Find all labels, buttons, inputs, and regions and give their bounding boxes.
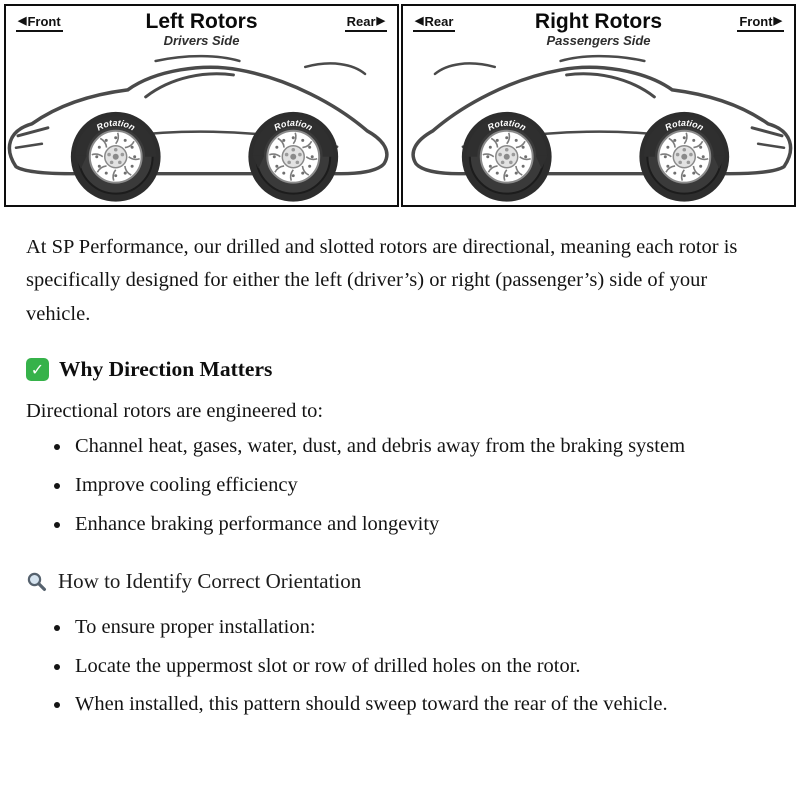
list-item: Locate the uppermost slot or row of dril… [72, 651, 774, 683]
svg-text:Rotation: Rotation [272, 118, 315, 133]
arrow-right-icon: ▶ [376, 15, 385, 27]
right-rotors-panel: ◀ Rear Right Rotors Passengers Side Fron… [401, 4, 796, 207]
rear-direction-label: Rear ▶ [344, 14, 387, 32]
rear-direction-label: ◀ Rear [413, 14, 456, 32]
left-panel-subtitle: Drivers Side [163, 33, 240, 49]
left-rotors-panel: ◀ Front Left Rotors Drivers Side Rear ▶ … [4, 4, 399, 207]
rotation-label: Rotation [272, 118, 315, 133]
right-panel-subtitle: Passengers Side [546, 33, 651, 49]
orientation-steps-list: To ensure proper installation: Locate th… [26, 612, 774, 721]
intro-paragraph: At SP Performance, our drilled and slott… [26, 235, 738, 325]
article-body: At SP Performance, our drilled and slott… [0, 207, 800, 721]
rear-rotor-wheel: Rotation [248, 110, 340, 203]
right-panel-header: ◀ Rear Right Rotors Passengers Side Fron… [403, 6, 794, 53]
magnifier-icon [27, 572, 46, 591]
front-rotor-wheel: Rotation [71, 110, 162, 203]
arrow-left-icon: ◀ [18, 15, 27, 27]
right-panel-title: Right Rotors [534, 10, 663, 33]
benefits-list: Channel heat, gases, water, dust, and de… [26, 431, 774, 540]
svg-text:Rotation: Rotation [95, 118, 138, 133]
rotation-label: Rotation [486, 118, 529, 133]
section-heading-text: How to Identify Correct Orientation [58, 568, 362, 593]
section-heading-identify-orientation: How to Identify Correct Orientation [26, 569, 774, 594]
list-item: Channel heat, gases, water, dust, and de… [72, 431, 774, 463]
rotation-label: Rotation [663, 118, 706, 133]
list-item: Improve cooling efficiency [72, 470, 774, 502]
section-heading-why-direction-matters: ✓ Why Direction Matters [26, 357, 774, 382]
lead-paragraph: Directional rotors are engineered to: [26, 400, 324, 423]
arrow-right-icon: ▶ [773, 15, 782, 27]
front-direction-label: ◀ Front [16, 14, 63, 32]
left-car-illustration: Rotation Rotation [7, 54, 389, 203]
list-item: Enhance braking performance and longevit… [72, 509, 774, 541]
rotation-label: Rotation [95, 118, 138, 133]
svg-text:Rotation: Rotation [663, 118, 706, 133]
left-panel-header: ◀ Front Left Rotors Drivers Side Rear ▶ [6, 6, 397, 53]
left-panel-title: Left Rotors [145, 10, 258, 33]
list-item: When installed, this pattern should swee… [72, 689, 774, 721]
rear-rotor-wheel: Rotation [460, 110, 552, 203]
front-direction-label: Front ▶ [737, 14, 784, 32]
list-item: To ensure proper installation: [72, 612, 774, 644]
check-icon: ✓ [26, 358, 49, 382]
svg-text:Rotation: Rotation [486, 118, 529, 133]
arrow-left-icon: ◀ [415, 15, 424, 27]
right-car-illustration: Rotation Rotation [411, 54, 793, 203]
front-rotor-wheel: Rotation [638, 110, 729, 203]
rotor-direction-diagram: ◀ Front Left Rotors Drivers Side Rear ▶ … [4, 4, 796, 207]
section-heading-text: Why Direction Matters [59, 357, 273, 382]
